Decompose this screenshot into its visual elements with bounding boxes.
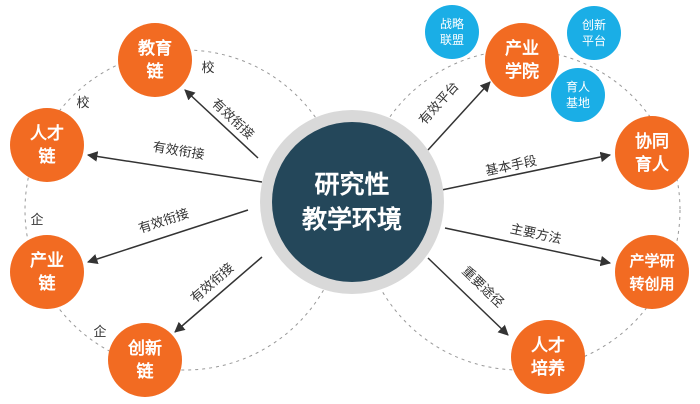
node-alliance: [425, 5, 479, 59]
edge-label-talent-training: 重要途径: [459, 263, 508, 311]
arrow-to-education: [184, 89, 259, 159]
node-education: [118, 23, 192, 97]
node-industry-line2: 链: [39, 273, 57, 294]
right-orbit: [359, 49, 681, 371]
node-alliance-line2: 联盟: [440, 33, 464, 47]
node-base-line1: 育人: [566, 79, 590, 94]
node-research-line1: 产学研: [629, 252, 674, 270]
arrow-to-innovation: [174, 256, 263, 333]
node-industry-college-line2: 学院: [505, 61, 539, 82]
arrow-to-industry: [87, 209, 249, 265]
center-line2: 教学环境: [302, 205, 402, 234]
arrow-to-collab: [431, 151, 612, 193]
center-line1: 研究性: [314, 170, 389, 199]
arrow-to-industry-college: [427, 81, 491, 151]
edge-label-talent: 有效衔接: [152, 139, 206, 163]
node-research-line2: 转创用: [629, 275, 674, 293]
node-education-line2: 链: [147, 61, 165, 82]
node-platform-line1: 创新: [582, 17, 606, 32]
node-innovation-line1: 创新: [127, 338, 162, 359]
arrow-to-research: [444, 227, 612, 267]
node-talent-line1: 人才: [30, 123, 64, 144]
center-node: [272, 122, 432, 282]
label-school-2: 校: [76, 95, 89, 111]
node-collab-line2: 育人: [635, 154, 670, 175]
node-innovation-line2: 链: [137, 361, 155, 382]
node-industry-college: [485, 23, 559, 97]
node-alliance-line1: 战略: [440, 16, 464, 31]
node-collab: [615, 116, 689, 190]
node-platform-line2: 平台: [582, 33, 606, 48]
node-education-line1: 教育: [137, 38, 172, 59]
node-platform: [567, 6, 621, 60]
node-innovation: [108, 323, 182, 397]
arrow-to-talent: [86, 151, 263, 183]
label-enterprise-2: 企: [93, 324, 106, 340]
label-enterprise-1: 企: [30, 212, 43, 228]
node-industry-line1: 产业: [30, 250, 64, 271]
node-collab-line1: 协同: [635, 131, 669, 152]
node-base-line2: 基地: [566, 96, 590, 110]
node-talent-training-line2: 培养: [531, 358, 566, 379]
edge-label-industry: 有效衔接: [137, 206, 191, 237]
node-talent-training-line1: 人才: [531, 335, 565, 356]
label-school-1: 校: [201, 60, 214, 76]
node-talent-training: [511, 320, 585, 394]
node-industry-college-line1: 产业: [505, 38, 539, 59]
arrow-to-talent-training: [427, 257, 509, 336]
node-talent: [10, 108, 84, 182]
node-industry: [10, 235, 84, 309]
node-base: [551, 68, 605, 122]
node-talent-line2: 链: [39, 146, 57, 167]
node-research: [615, 235, 689, 309]
